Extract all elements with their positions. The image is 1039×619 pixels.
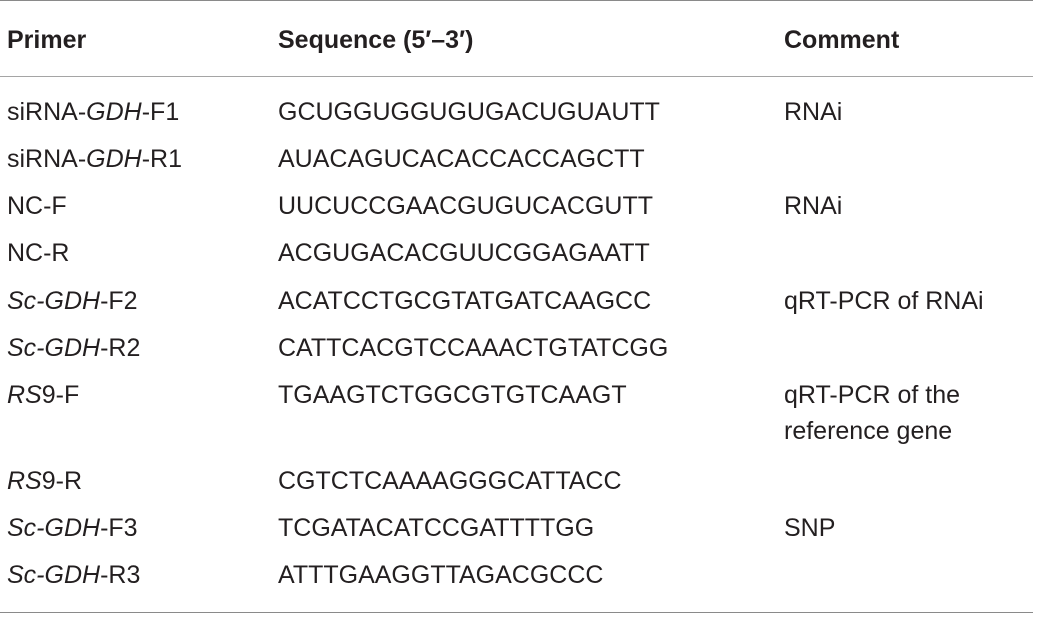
primer-name: Sc-GDH-R3: [7, 561, 141, 589]
primer-name: Sc-GDH-F2: [7, 287, 138, 315]
comment-cell: RNAi: [784, 192, 843, 220]
sequence-cell: AUACAGUCACACCACCAGCTT: [278, 145, 645, 173]
table-header-rule: [0, 76, 1033, 77]
comment-cell: qRT-PCR of the reference gene: [784, 381, 961, 445]
header-sequence: Sequence (5′–3′): [278, 26, 474, 54]
primer-name: RS9-F: [7, 381, 80, 409]
sequence-cell: GCUGGUGGUGUGACUGUAUTT: [278, 98, 660, 126]
sequence-cell: ACGUGACACGUUCGGAGAATT: [278, 239, 650, 267]
table-top-rule: [0, 0, 1033, 1]
header-primer: Primer: [7, 26, 87, 54]
comment-cell: RNAi: [784, 98, 843, 126]
primer-name: siRNA-GDH-F1: [7, 98, 180, 126]
comment-cell: qRT-PCR of RNAi: [784, 287, 984, 315]
sequence-cell: TCGATACATCCGATTTTGG: [278, 514, 595, 542]
primer-name: Sc-GDH-F3: [7, 514, 138, 542]
sequence-cell: CATTCACGTCCAAACTGTATCGG: [278, 334, 669, 362]
header-comment: Comment: [784, 26, 900, 54]
table-bottom-rule: [0, 612, 1033, 613]
primer-name: siRNA-GDH-R1: [7, 145, 183, 173]
sequence-cell: TGAAGTCTGGCGTGTCAAGT: [278, 381, 627, 409]
sequence-cell: CGTCTCAAAAGGGCATTACC: [278, 467, 622, 495]
sequence-cell: ATTTGAAGGTTAGACGCCC: [278, 561, 604, 589]
primer-name: NC-F: [7, 192, 67, 220]
sequence-cell: ACATCCTGCGTATGATCAAGCC: [278, 287, 652, 315]
primer-name: NC-R: [7, 239, 70, 267]
primer-name: Sc-GDH-R2: [7, 334, 141, 362]
sequence-cell: UUCUCCGAACGUGUCACGUTT: [278, 192, 653, 220]
comment-cell: SNP: [784, 514, 836, 542]
primer-name: RS9-R: [7, 467, 83, 495]
